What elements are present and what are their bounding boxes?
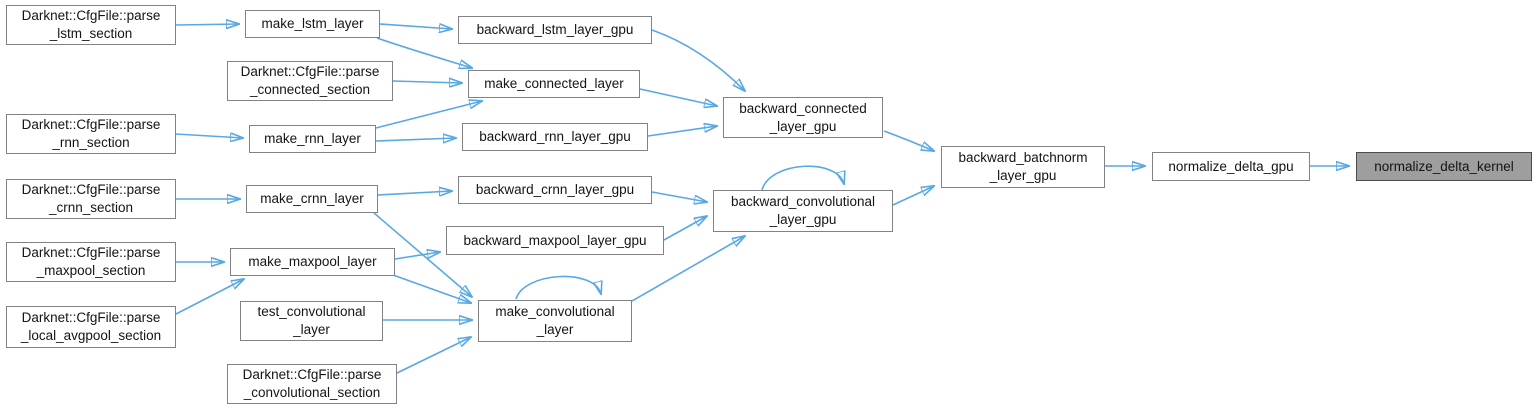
node-parse-convolutional-section[interactable]: Darknet::CfgFile::parse _convolutional_s… [227, 364, 397, 404]
node-backward-convolutional-layer-gpu[interactable]: backward_convolutional _layer_gpu [713, 190, 893, 232]
edge-parse-convolutional--make-convolutional [396, 337, 471, 374]
edge-make-rnn--backward-rnn [375, 138, 456, 141]
edge-make-lstm--backward-lstm [379, 24, 452, 29]
edge-backward-crnn--backward-convolutional [651, 191, 707, 202]
node-parse-lstm-section[interactable]: Darknet::CfgFile::parse _lstm_section [6, 5, 176, 45]
node-make-connected-layer[interactable]: make_connected_layer [468, 70, 640, 98]
node-backward-lstm-layer-gpu[interactable]: backward_lstm_layer_gpu [458, 16, 652, 44]
edge-make-lstm--make-connected [376, 37, 472, 68]
node-parse-local-avgpool-section[interactable]: Darknet::CfgFile::parse _local_avgpool_s… [6, 306, 176, 348]
node-make-lstm-layer[interactable]: make_lstm_layer [245, 10, 380, 38]
edge-parse-rnn--make-rnn [175, 134, 243, 138]
edge-make-maxpool--make-convolutional [392, 274, 471, 303]
node-parse-crnn-section[interactable]: Darknet::CfgFile::parse _crnn_section [6, 179, 176, 219]
node-parse-connected-section[interactable]: Darknet::CfgFile::parse _connected_secti… [227, 61, 393, 101]
edge-make-crnn--backward-crnn [377, 191, 452, 195]
node-test-convolutional-layer[interactable]: test_convolutional _layer [240, 301, 383, 341]
edge-backward-rnn--backward-connected [647, 126, 717, 137]
edge-backward-convolutional-self-loop [761, 165, 844, 191]
edge-backward-lstm--backward-connected [651, 29, 745, 91]
edge-make-connected--backward-connected [639, 88, 717, 106]
node-backward-rnn-layer-gpu[interactable]: backward_rnn_layer_gpu [462, 123, 648, 151]
node-parse-maxpool-section[interactable]: Darknet::CfgFile::parse _maxpool_section [6, 242, 176, 282]
node-backward-batchnorm-layer-gpu[interactable]: backward_batchnorm _layer_gpu [941, 146, 1105, 188]
node-make-rnn-layer[interactable]: make_rnn_layer [249, 125, 376, 153]
edge-parse-lstm--make-lstm [175, 24, 239, 25]
node-normalize-delta-gpu[interactable]: normalize_delta_gpu [1152, 152, 1310, 181]
edge-make-maxpool--backward-maxpool [394, 252, 440, 260]
node-make-maxpool-layer[interactable]: make_maxpool_layer [230, 248, 395, 276]
node-backward-connected-layer-gpu[interactable]: backward_connected _layer_gpu [723, 97, 883, 138]
edge-backward-connected--backward-batchnorm [883, 130, 934, 151]
node-backward-maxpool-layer-gpu[interactable]: backward_maxpool_layer_gpu [446, 226, 664, 255]
node-normalize-delta-kernel: normalize_delta_kernel [1356, 152, 1532, 181]
edge-make-rnn--make-connected [375, 101, 482, 129]
node-make-convolutional-layer[interactable]: make_convolutional _layer [478, 300, 632, 342]
edge-backward-convolutional--backward-batchnorm [892, 186, 934, 206]
edge-backward-maxpool--backward-convolutional [663, 216, 707, 241]
edge-make-convolutional--backward-convolutional [631, 236, 745, 302]
node-parse-rnn-section[interactable]: Darknet::CfgFile::parse _rnn_section [6, 114, 176, 154]
node-backward-crnn-layer-gpu[interactable]: backward_crnn_layer_gpu [458, 176, 652, 204]
edge-make-convolutional-self-loop [515, 275, 601, 300]
edge-parse-local-avgpool--make-maxpool [175, 279, 244, 315]
edge-parse-connected--make-connected [392, 81, 462, 83]
node-make-crnn-layer[interactable]: make_crnn_layer [246, 185, 378, 213]
